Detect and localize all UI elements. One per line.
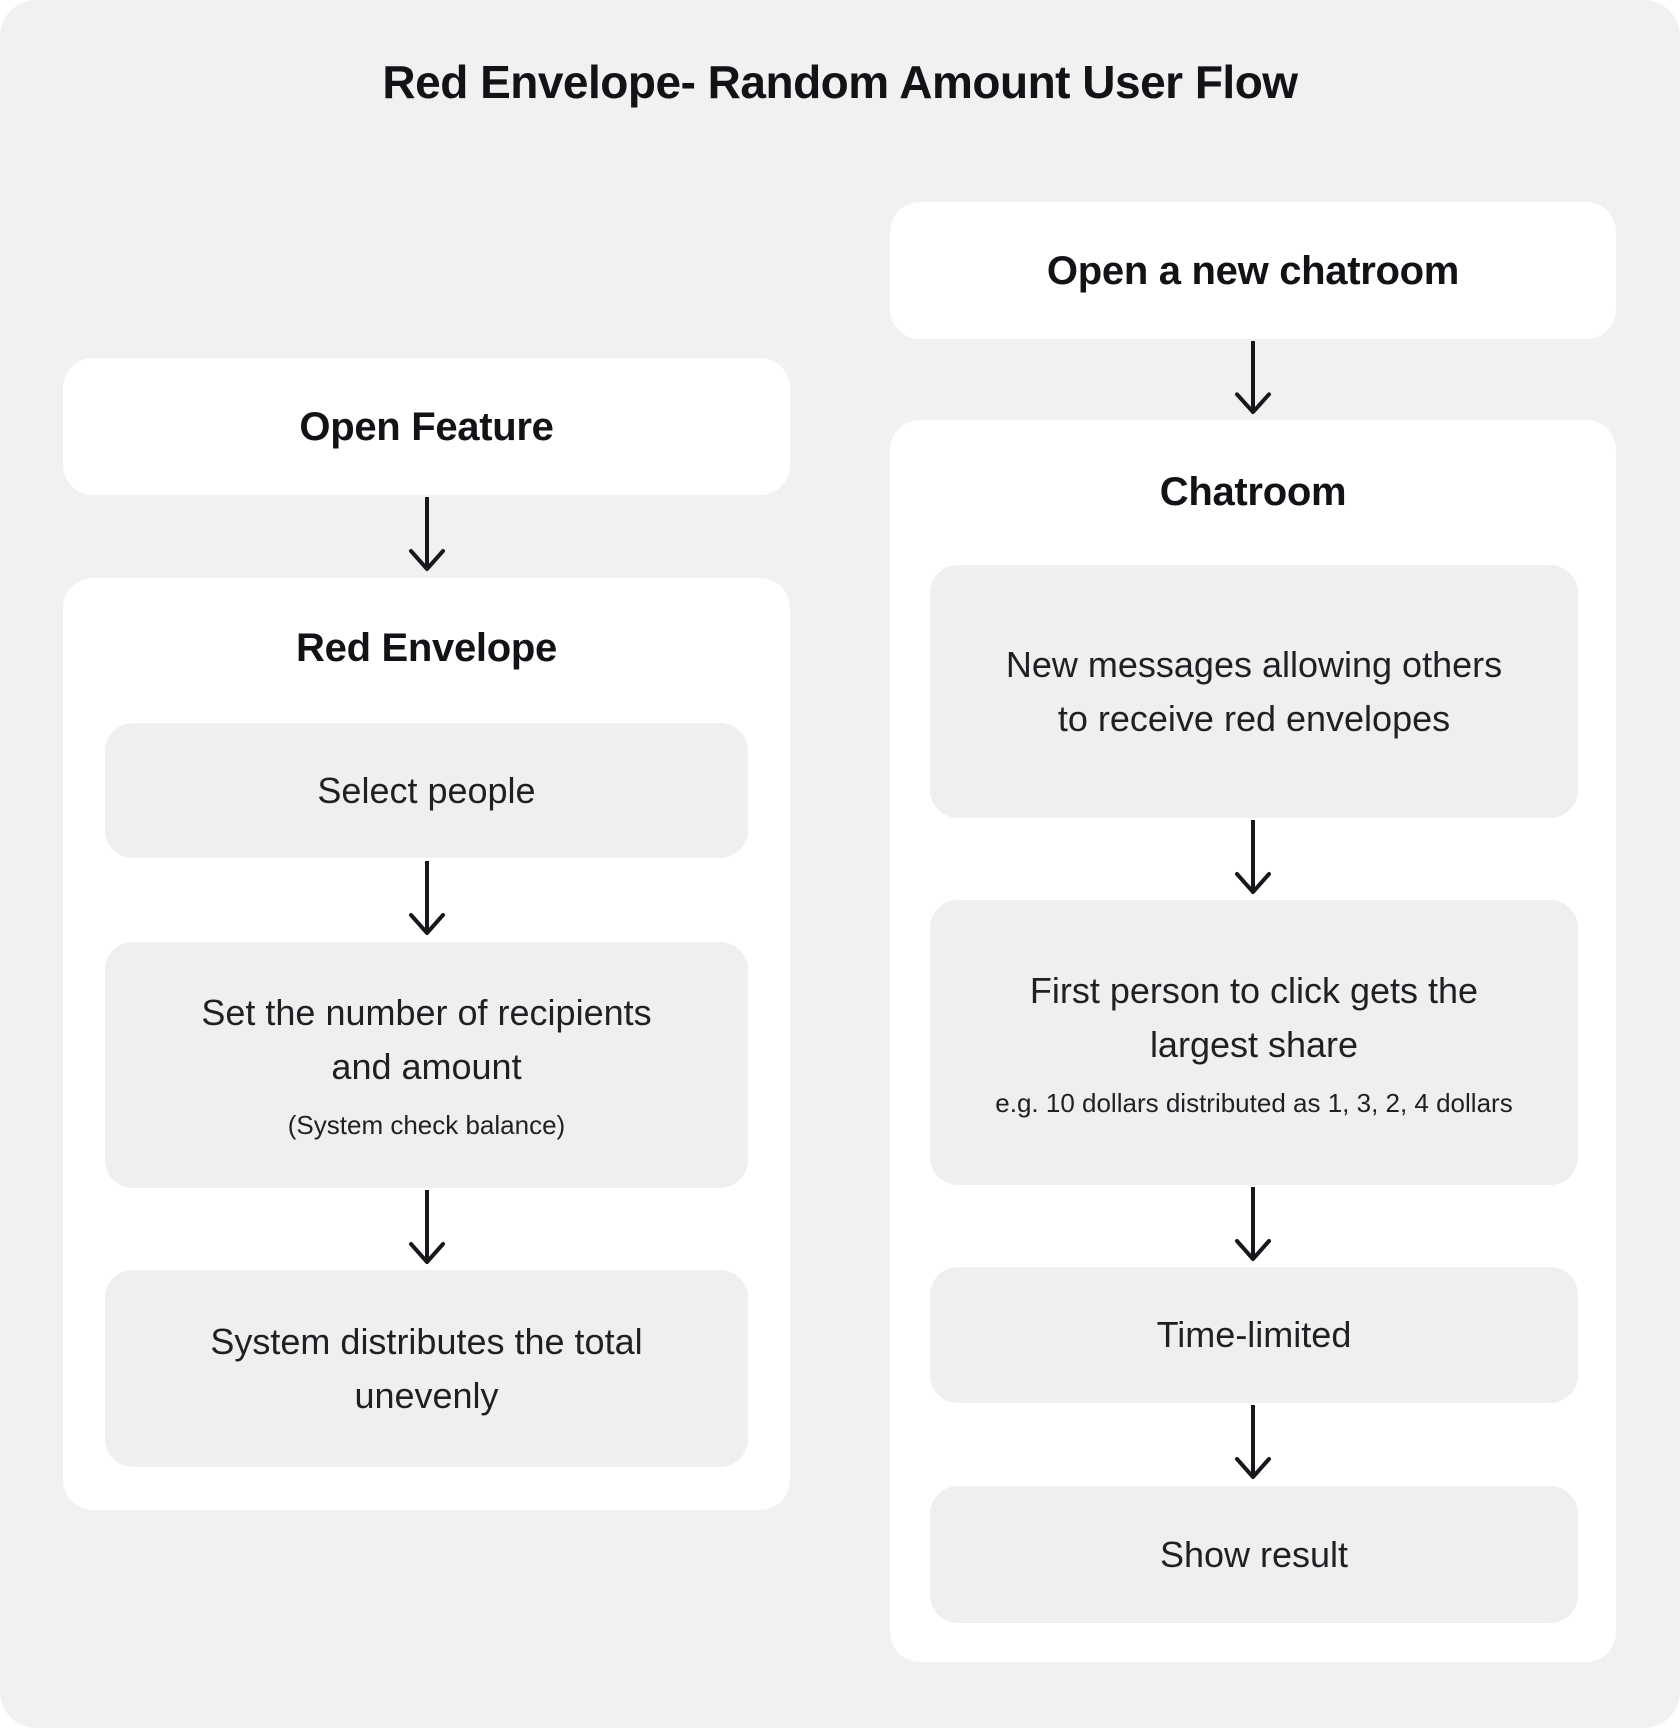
arrow-down-icon: [1235, 1405, 1271, 1479]
arrow-down-icon: [1235, 1187, 1271, 1261]
flow-group-title: Red Envelope: [296, 626, 557, 670]
flow-arrow-down: [405, 497, 449, 575]
arrow-down-icon: [409, 861, 445, 935]
arrow-down-icon: [409, 1190, 445, 1264]
flow-step-select-people: Select people: [105, 723, 748, 858]
flow-group-red-envelope: Red Envelope Select people Set the numbe…: [63, 578, 790, 1510]
flow-node-label: Open Feature: [299, 404, 554, 449]
arrow-down-icon: [1235, 341, 1271, 415]
arrow-down-icon: [409, 497, 445, 571]
flow-node-open-new-chatroom: Open a new chatroom: [890, 202, 1616, 339]
flow-step-label: Time-limited: [1156, 1314, 1352, 1355]
flow-step-new-messages: New messages allowing others to receive …: [930, 565, 1578, 818]
flow-arrow-down: [1231, 341, 1275, 418]
flow-step-label: System distributes the total unevenly: [210, 1320, 643, 1416]
flow-step-note: e.g. 10 dollars distributed as 1, 3, 2, …: [995, 1087, 1513, 1118]
flow-step-system-distributes: System distributes the total unevenly: [105, 1270, 748, 1467]
flow-step-first-person-largest-share: First person to click gets the largest s…: [930, 900, 1578, 1185]
diagram-title: Red Envelope- Random Amount User Flow: [382, 56, 1298, 108]
flow-arrow-down: [1231, 820, 1275, 898]
flow-step-time-limited: Time-limited: [930, 1267, 1578, 1403]
flow-arrow-down: [1231, 1187, 1275, 1265]
flow-arrow-down: [1231, 1405, 1275, 1483]
flow-node-label: Open a new chatroom: [1046, 248, 1460, 293]
flow-step-show-result: Show result: [930, 1486, 1578, 1623]
flow-group-chatroom: Chatroom New messages allowing others to…: [890, 420, 1616, 1662]
flow-step-label: New messages allowing others to receive …: [1005, 643, 1503, 739]
flow-arrow-down: [405, 861, 449, 939]
flow-step-label: Set the number of recipients and amount: [201, 992, 652, 1087]
arrow-down-icon: [1235, 820, 1271, 894]
flow-node-open-feature: Open Feature: [63, 358, 790, 495]
flow-step-label: First person to click gets the largest s…: [1029, 969, 1479, 1065]
flow-step-label: Select people: [317, 769, 536, 811]
flow-arrow-down: [405, 1190, 449, 1268]
flow-step-set-recipients-amount: Set the number of recipients and amount …: [105, 942, 748, 1188]
flow-group-title: Chatroom: [1159, 470, 1347, 514]
flow-step-label: Show result: [1159, 1533, 1349, 1575]
flow-step-note: (System check balance): [287, 1110, 566, 1140]
